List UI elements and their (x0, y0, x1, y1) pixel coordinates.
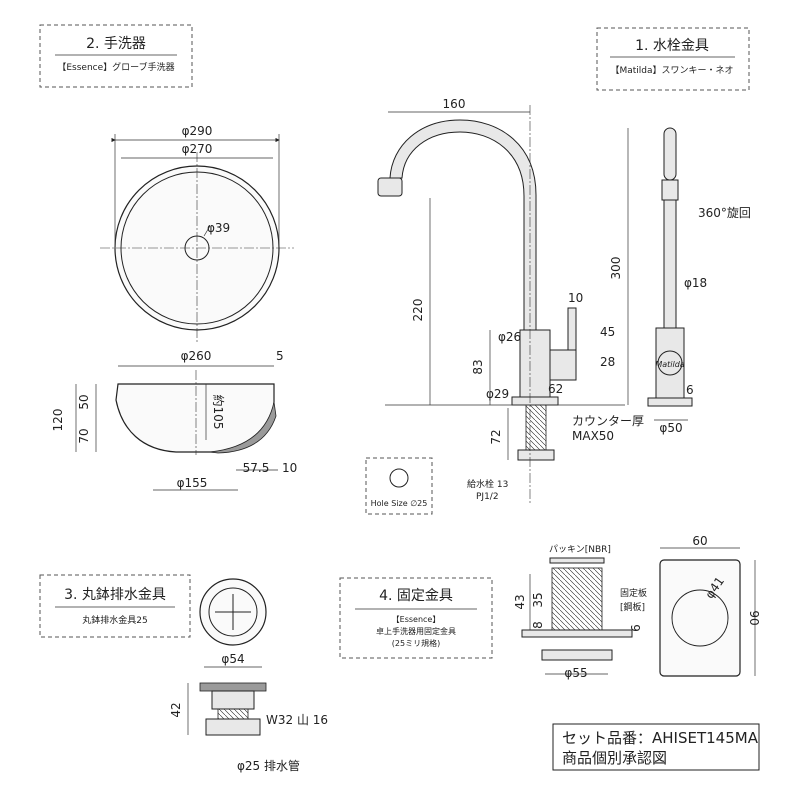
drain-label-box: 3. 丸鉢排水金具 丸鉢排水金具25 (39, 574, 191, 638)
fixing-parts: パッキン[NBR] 43 35 8 固定板 [鋼板] 6 φ55 60 90 φ… (513, 534, 761, 680)
dim-faucet-83: 83 (471, 359, 485, 374)
basin-label-box: 2. 手洗器 【Essence】グローブ手洗器 (39, 24, 193, 88)
faucet-brand: Matilda (655, 360, 684, 369)
drain-title: 3. 丸鉢排水金具 (64, 587, 166, 603)
dim-faucet-160: 160 (443, 97, 466, 111)
hole-size-label: Hole Size ∅25 (371, 499, 428, 508)
basin-title: 2. 手洗器 (86, 36, 146, 52)
fixing-label-box: 4. 固定金具 【Essence】 卓上手洗器用固定金具 (25ミリ規格) (339, 577, 493, 659)
dim-fixing-60: 60 (692, 534, 707, 548)
counter-thickness-label: カウンター厚 (572, 414, 644, 428)
plate-label-1: 固定板 (620, 587, 647, 599)
dim-basin-d270: φ270 (182, 142, 213, 156)
faucet-label-box: 1. 水栓金具 【Matilda】スワンキー・ネオ (596, 27, 750, 91)
drain-thread-label: W32 山 16 (266, 713, 328, 727)
drain-subtitle: 丸鉢排水金具25 (82, 614, 147, 626)
set-number-box: セット品番：AHISET145MA 商品個別承認図 (552, 723, 760, 771)
dim-fixing-43: 43 (513, 594, 527, 609)
packing-label: パッキン[NBR] (549, 544, 611, 555)
dim-faucet-28: 28 (600, 355, 615, 369)
rotation-label: 360°旋回 (698, 206, 751, 220)
dim-basin-5: 5 (276, 349, 284, 363)
faucet-side-view: Matilda 300 360°旋回 φ18 6 φ50 (609, 127, 751, 435)
dim-basin-10: 10 (282, 461, 297, 475)
dim-basin-d39: φ39 (207, 221, 230, 235)
basin-subtitle: 【Essence】グローブ手洗器 (57, 61, 174, 73)
drain-assembly: φ54 42 W32 山 16 φ25 排水管 (169, 578, 328, 773)
fixing-subtitle-3: (25ミリ規格) (392, 638, 440, 648)
dim-basin-h50: 50 (77, 394, 91, 409)
drain-pipe-label: φ25 排水管 (237, 758, 300, 773)
faucet-title: 1. 水栓金具 (635, 38, 709, 54)
dim-fixing-8: 8 (531, 621, 545, 629)
basin-top-view: φ290 φ270 φ39 (100, 124, 294, 344)
fixing-subtitle-2: 卓上手洗器用固定金具 (376, 626, 456, 636)
approval-label: 商品個別承認図 (562, 749, 667, 767)
plate-label-2: [鋼板] (620, 601, 645, 613)
supply-valve-label: 給水栓 13 (467, 478, 508, 490)
dim-basin-d260: φ260 (181, 349, 212, 363)
dim-fixing-6: 6 (629, 624, 643, 632)
dim-faucet-300: 300 (609, 257, 623, 280)
basin-side-view: φ260 5 120 50 70 約105 57.5 10 φ155 (51, 349, 297, 491)
dim-drain-42: 42 (169, 702, 183, 717)
dim-faucet-d29: φ29 (486, 387, 509, 401)
fixing-title: 4. 固定金具 (379, 588, 453, 604)
set-number-label: セット品番：AHISET145MA (562, 729, 759, 747)
dim-faucet-10: 10 (568, 291, 583, 305)
supply-thread-label: PJ1/2 (476, 492, 499, 502)
dim-faucet-d18: φ18 (684, 276, 707, 290)
fixing-subtitle-1: 【Essence】 (392, 615, 441, 624)
dim-faucet-220: 220 (411, 299, 425, 322)
faucet-subtitle: 【Matilda】スワンキー・ネオ (610, 65, 733, 76)
dim-basin-h70: 70 (77, 428, 91, 443)
dim-faucet-45: 45 (600, 325, 615, 339)
counter-max-label: MAX50 (572, 429, 614, 443)
dim-basin-d155: φ155 (177, 476, 208, 490)
faucet-front-view: 160 220 83 φ26 φ29 62 10 45 28 72 カウンター厚… (377, 97, 644, 505)
dim-basin-h105: 約105 (211, 395, 226, 430)
dim-basin-57-5: 57.5 (243, 461, 270, 475)
dim-faucet-62: 62 (548, 382, 563, 396)
dim-faucet-d26: φ26 (498, 330, 521, 344)
dim-fixing-90: 90 (747, 610, 761, 625)
dim-drain-d54: φ54 (221, 652, 244, 666)
hole-size-box: Hole Size ∅25 (365, 457, 433, 515)
dim-faucet-6: 6 (686, 383, 694, 397)
dim-fixing-d55: φ55 (564, 666, 587, 680)
dim-faucet-d50: φ50 (659, 421, 682, 435)
dim-fixing-35: 35 (531, 592, 545, 607)
dim-basin-d290: φ290 (182, 124, 213, 138)
dim-faucet-72: 72 (489, 429, 503, 444)
dim-basin-h120: 120 (51, 409, 65, 432)
